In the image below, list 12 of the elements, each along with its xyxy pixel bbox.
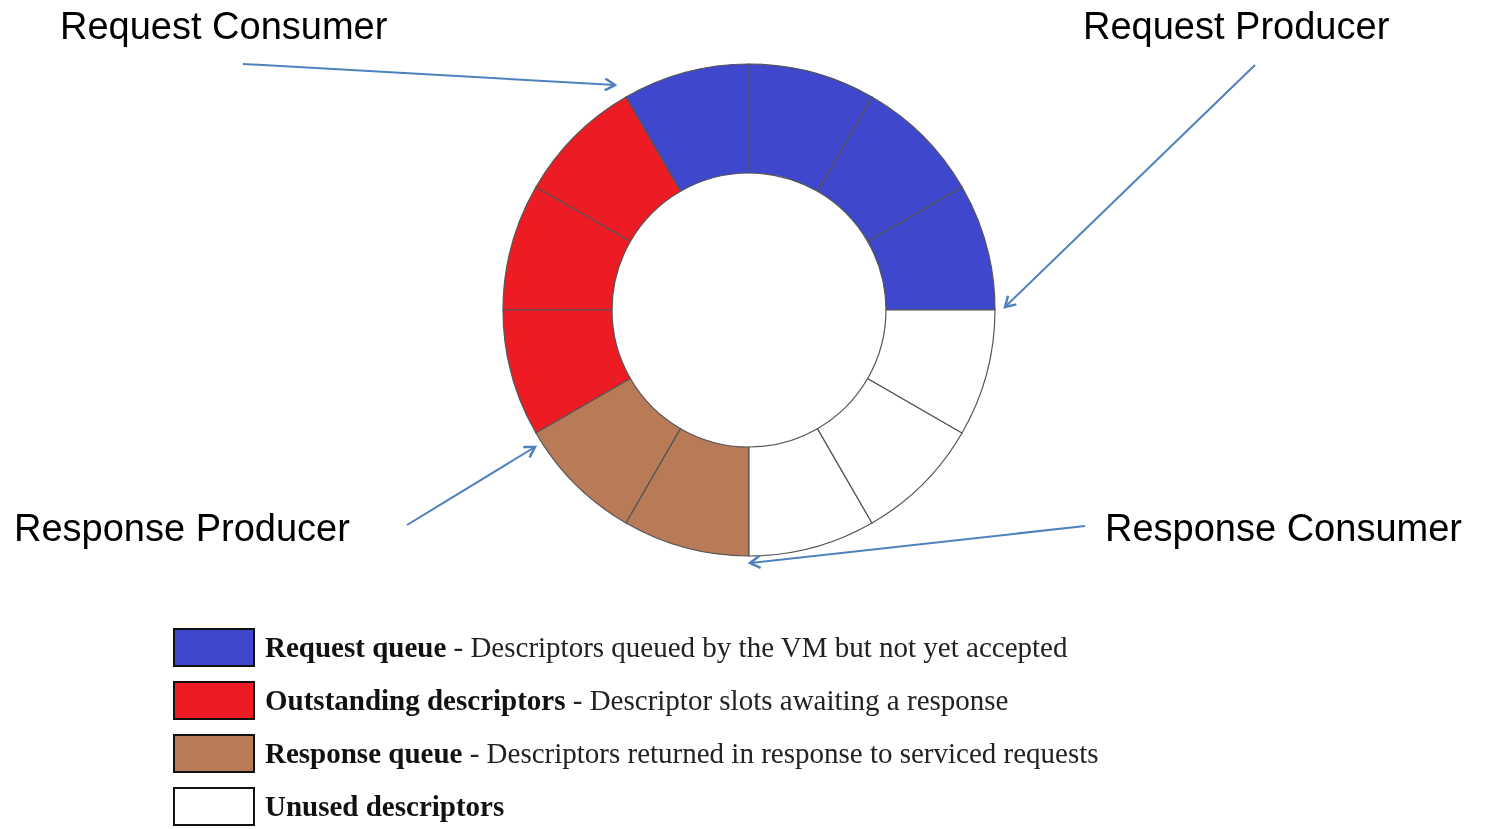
legend-text: Request queue - Descriptors queued by the VM but not yet accepted <box>265 631 1068 664</box>
arrow <box>1003 64 1256 309</box>
pointer-label: Response Producer <box>14 506 350 552</box>
pointer-label: Request Consumer <box>60 4 388 50</box>
arrow <box>748 525 1086 570</box>
legend-text: Outstanding descriptors - Descriptor slots awaiting a response <box>265 684 1009 717</box>
pointer-label: Response Consumer <box>1105 506 1462 552</box>
pointer-label: Request Producer <box>1083 4 1390 50</box>
legend-text: Unused descriptors <box>265 790 505 823</box>
arrow <box>406 445 537 526</box>
arrow <box>242 63 617 92</box>
legend-text: Response queue - Descriptors returned in response to serviced requests <box>265 737 1099 770</box>
